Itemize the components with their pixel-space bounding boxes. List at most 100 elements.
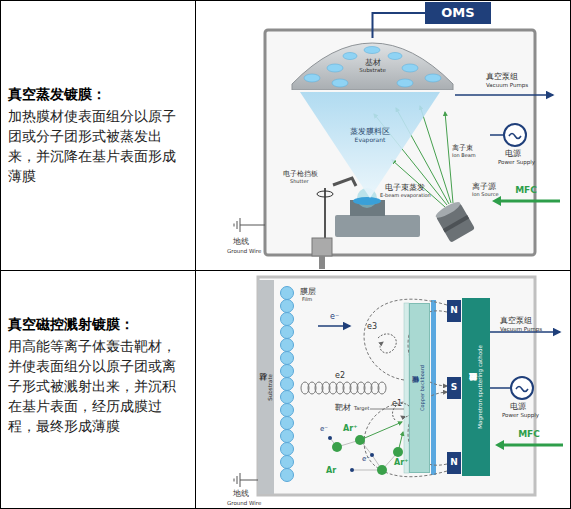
substrate-dome bbox=[425, 74, 441, 82]
film-layer bbox=[281, 313, 294, 326]
power-supply-symbol bbox=[490, 377, 533, 399]
power-supply-symbol bbox=[490, 387, 511, 389]
particle-label: e⁻ bbox=[320, 425, 328, 433]
particle-label: e⁻ bbox=[330, 312, 339, 321]
node-text: MFC bbox=[515, 186, 537, 196]
power-supply-symbol bbox=[490, 134, 504, 136]
e-beam-evaporator bbox=[319, 256, 325, 269]
substrate-dome bbox=[304, 74, 320, 82]
part-label: 靶材 bbox=[335, 404, 351, 413]
part-label: 地线 bbox=[233, 238, 249, 247]
part-label: 电子枪挡板 bbox=[283, 170, 318, 178]
evaporation-chamber bbox=[265, 30, 535, 255]
node-text: N bbox=[450, 306, 458, 316]
node-text: Evaporant bbox=[355, 137, 386, 144]
table-grid bbox=[195, 0, 196, 509]
part-label: Ion Beam bbox=[452, 153, 476, 159]
e-beam-evaporator bbox=[333, 178, 356, 186]
mfc-inlet: MFC bbox=[492, 186, 560, 206]
ion-source bbox=[434, 199, 475, 242]
section-title: 真空蒸发镀膜： bbox=[8, 86, 106, 102]
part-label: Power Supply bbox=[502, 412, 539, 418]
evaporant-cone: 蒸发膜料区Evaporant bbox=[300, 92, 440, 198]
target-leader bbox=[370, 409, 404, 410]
connector-line bbox=[373, 13, 426, 38]
power-supply-symbol bbox=[509, 134, 521, 139]
part-label: 电源 bbox=[505, 149, 521, 158]
power-supply-symbol bbox=[490, 124, 526, 146]
film-layer bbox=[281, 404, 294, 417]
node-text: MFC bbox=[518, 430, 540, 440]
target-strip bbox=[404, 300, 436, 475]
ground-symbol bbox=[237, 476, 238, 484]
evaporation-chamber bbox=[265, 30, 535, 255]
part-label: Ground Wire bbox=[227, 500, 261, 506]
ground-symbol bbox=[240, 218, 241, 232]
magnet-pole: N bbox=[447, 452, 461, 474]
e-beam-evaporator bbox=[335, 215, 420, 237]
description-text: 加热膜材使表面组分以原子团或分子团形式被蒸发出来，并沉降在基片表面形成薄膜 bbox=[8, 106, 184, 186]
film-layer bbox=[281, 352, 294, 365]
part-label: Ion Source bbox=[472, 192, 498, 198]
substrate-dome bbox=[327, 64, 343, 72]
power-supply-symbol bbox=[511, 377, 533, 399]
ion-beam bbox=[445, 112, 453, 203]
part-label: 离子源 bbox=[472, 183, 496, 192]
part-label: Ground Wire bbox=[227, 248, 261, 254]
mfc-inlet bbox=[492, 196, 560, 206]
node-text: Substrate bbox=[359, 67, 386, 73]
film-layer bbox=[281, 430, 294, 443]
film-layer bbox=[281, 339, 294, 352]
node-text: Substrate bbox=[267, 374, 273, 401]
part-label: Vacuum Pumps bbox=[500, 326, 542, 332]
plasma-particles bbox=[355, 435, 365, 445]
magnetic-field-line bbox=[364, 299, 447, 380]
electron-spiral bbox=[378, 382, 386, 394]
evaporant-cone bbox=[300, 92, 440, 198]
substrate-dome bbox=[388, 53, 402, 60]
film-layer bbox=[281, 287, 294, 482]
ground-symbol bbox=[237, 221, 238, 229]
node-text: N bbox=[450, 458, 458, 468]
substrate-dome bbox=[397, 79, 413, 87]
node-text: Copper backboard bbox=[420, 365, 426, 411]
particle-label: Ar⁺ bbox=[343, 424, 357, 433]
magnetic-field-line bbox=[364, 402, 447, 477]
ground-symbol bbox=[240, 473, 241, 487]
magnetron-cathode: 磁控溅射阴极Magnetron sputtering cathode bbox=[462, 298, 490, 476]
substrate-dome bbox=[292, 43, 453, 90]
node-text: 基材 bbox=[365, 59, 381, 67]
film-layer bbox=[281, 391, 294, 404]
e-beam-evaporator bbox=[312, 238, 332, 256]
evaporant-cone bbox=[300, 92, 440, 198]
part-label: 膜层 bbox=[300, 288, 316, 297]
e-beam-evaporator bbox=[324, 188, 326, 238]
vacuum-pump-arrow bbox=[455, 94, 553, 96]
plasma-particles bbox=[393, 447, 403, 457]
sputtering-chamber bbox=[258, 277, 535, 495]
plasma-particles bbox=[350, 468, 354, 472]
ground-symbol bbox=[234, 224, 235, 227]
vacuum-pump-arrow bbox=[455, 95, 553, 96]
part-label: Vacuum Pumps bbox=[486, 82, 528, 88]
part-label: 真空泵组 bbox=[486, 72, 518, 81]
film-layer bbox=[281, 469, 294, 482]
node-text: Magnetron sputtering cathode bbox=[477, 345, 483, 429]
film-layer bbox=[281, 365, 294, 378]
substrate-plate: 基材Substrate bbox=[258, 280, 274, 494]
copper-backboard: 铜背板Copper backboard bbox=[409, 303, 430, 473]
magnet-pole: S bbox=[447, 377, 461, 399]
part-label: 电源 bbox=[510, 402, 526, 411]
film-layer bbox=[281, 378, 294, 391]
e-beam-evaporator bbox=[317, 191, 333, 197]
ground-symbol bbox=[240, 480, 258, 481]
electron-path bbox=[378, 334, 396, 353]
magnet-pole: N bbox=[447, 300, 461, 322]
ion-source bbox=[434, 199, 462, 220]
part-label: Film bbox=[302, 297, 312, 303]
node-text: OMS bbox=[441, 6, 474, 20]
substrate-dome: 基材Substrate bbox=[290, 38, 455, 90]
part-label: 真空泵组 bbox=[500, 316, 532, 325]
